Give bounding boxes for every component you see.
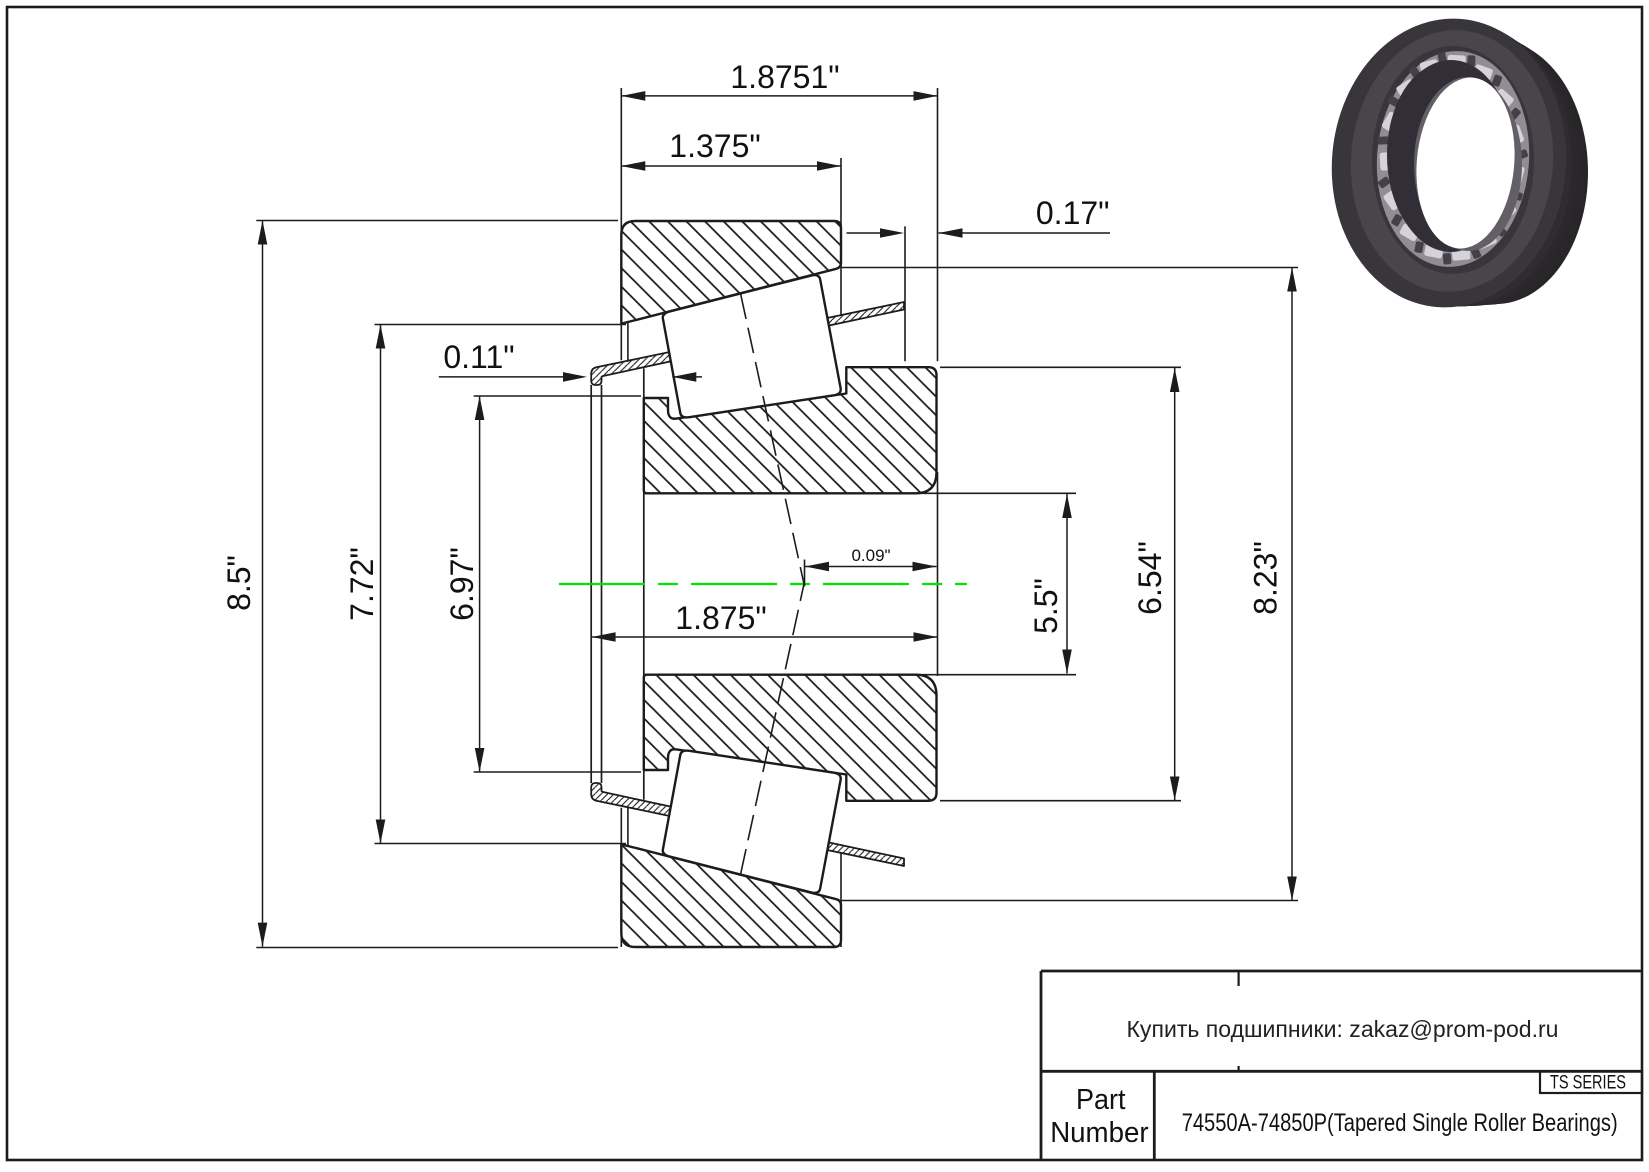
svg-text:8.5": 8.5" (221, 555, 257, 611)
svg-text:5.5": 5.5" (1028, 578, 1064, 634)
svg-text:8.23": 8.23" (1248, 541, 1284, 615)
svg-text:0.11": 0.11" (443, 339, 514, 375)
svg-text:0.09": 0.09" (851, 546, 890, 565)
svg-text:1.875": 1.875" (675, 600, 766, 636)
svg-text:0.17": 0.17" (1036, 195, 1110, 231)
svg-text:74550A-74850P(Tapered Single R: 74550A-74850P(Tapered Single Roller Bear… (1182, 1109, 1618, 1137)
svg-text:1.375": 1.375" (669, 128, 760, 164)
svg-text:TS SERIES: TS SERIES (1550, 1073, 1626, 1094)
svg-text:Купить подшипники: zakaz@prom-: Купить подшипники: zakaz@prom-pod.ru (1127, 1016, 1559, 1042)
svg-text:Part: Part (1076, 1084, 1126, 1116)
svg-text:6.97": 6.97" (444, 547, 480, 621)
svg-text:6.54": 6.54" (1132, 541, 1168, 615)
svg-text:Number: Number (1050, 1117, 1149, 1149)
svg-text:7.72": 7.72" (344, 547, 380, 621)
svg-text:1.8751": 1.8751" (730, 59, 839, 95)
